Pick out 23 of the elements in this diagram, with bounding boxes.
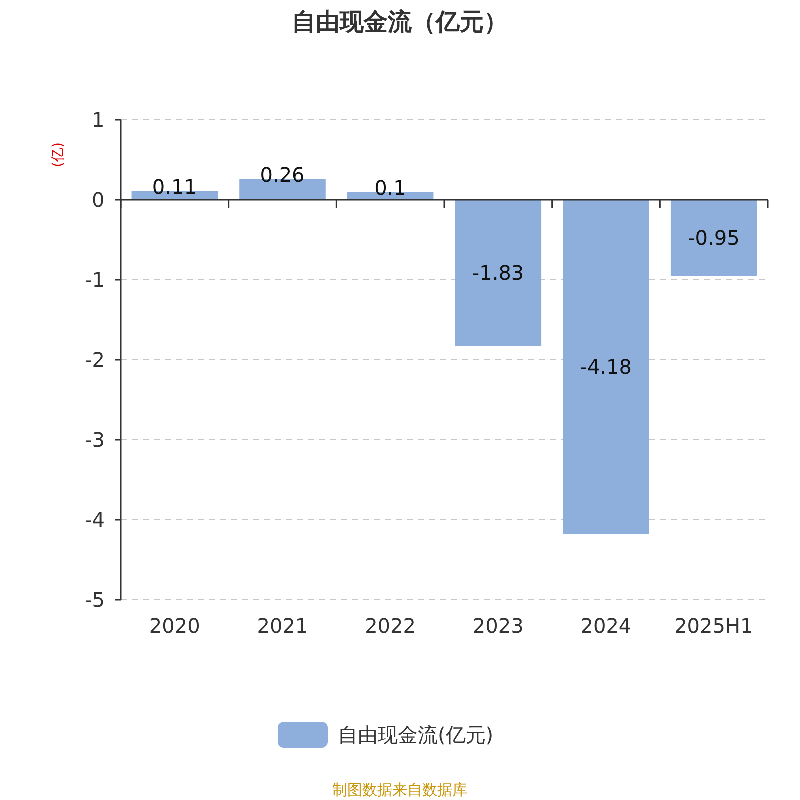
data-label: 0.1 xyxy=(374,176,406,200)
category-label: 2022 xyxy=(365,614,416,638)
data-label: -1.83 xyxy=(472,261,524,286)
tick-label: -2 xyxy=(85,348,105,372)
source-note: 制图数据来自数据库 xyxy=(332,780,468,800)
tick-label: -1 xyxy=(85,268,105,292)
tick-label: -5 xyxy=(85,588,105,612)
data-label: 0.11 xyxy=(152,175,197,200)
data-label: 0.26 xyxy=(260,163,305,188)
tick-label: 1 xyxy=(92,108,105,132)
category-label: 2025H1 xyxy=(674,614,754,638)
data-label: -4.18 xyxy=(580,355,632,380)
data-label: -0.95 xyxy=(688,226,740,250)
category-label: 2023 xyxy=(472,614,524,638)
legend-label: 自由现金流(亿元) xyxy=(338,722,494,748)
y-axis-label: (亿) xyxy=(48,142,67,168)
tick-label: 0 xyxy=(92,188,105,212)
chart-title: 自由现金流（亿元） xyxy=(292,7,508,38)
tick-label: -4 xyxy=(85,508,105,532)
category-label: 2024 xyxy=(580,614,632,638)
category-label: 2021 xyxy=(257,614,308,638)
category-label: 2020 xyxy=(149,614,200,638)
tick-label: -3 xyxy=(85,428,105,452)
